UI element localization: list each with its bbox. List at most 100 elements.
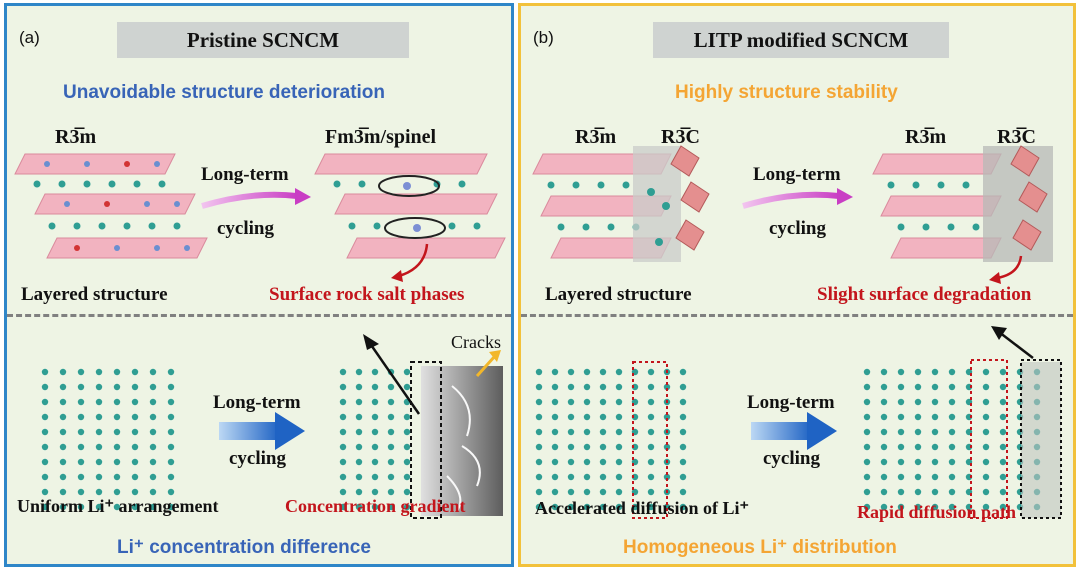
li-dot xyxy=(999,503,1007,511)
li-dot xyxy=(95,428,103,436)
li-dot xyxy=(914,368,922,376)
li-dot xyxy=(583,458,591,466)
li-dot xyxy=(615,458,623,466)
li-dot xyxy=(535,473,543,481)
li-dot xyxy=(615,443,623,451)
li-dot xyxy=(999,398,1007,406)
li-dot xyxy=(679,473,687,481)
panel-b-graphics xyxy=(532,145,1062,519)
li-dot xyxy=(948,473,956,481)
arrow-top-label-1: Long-term xyxy=(201,164,289,185)
li-dot xyxy=(355,398,363,406)
li-dot xyxy=(897,443,905,451)
li-dot xyxy=(948,413,956,421)
li-dot xyxy=(371,488,379,496)
li-dot xyxy=(95,383,103,391)
li-dot xyxy=(403,443,411,451)
li-dot xyxy=(567,503,575,511)
zoom-pointer-arrow xyxy=(367,341,421,415)
li-dot xyxy=(77,488,85,496)
li-dot xyxy=(113,503,121,511)
li-dot xyxy=(931,473,939,481)
li-dot xyxy=(880,488,888,496)
li-dot xyxy=(339,398,347,406)
li-dot xyxy=(535,398,543,406)
li-dot xyxy=(880,428,888,436)
rhombohedral-octahedra-right xyxy=(1010,145,1048,251)
li-dot xyxy=(59,443,67,451)
li-dot xyxy=(679,398,687,406)
li-dot xyxy=(113,458,121,466)
li-dot xyxy=(863,398,871,406)
li-dot xyxy=(567,443,575,451)
li-dot xyxy=(663,413,671,421)
label-accelerated-diffusion: Accelerated diffusion of Li⁺ xyxy=(535,498,749,518)
li-dot xyxy=(551,413,559,421)
li-dot xyxy=(599,443,607,451)
li-dot xyxy=(371,383,379,391)
li-dot xyxy=(339,458,347,466)
li-dot xyxy=(355,503,363,511)
li-dot xyxy=(914,413,922,421)
li-dot xyxy=(567,428,575,436)
li-dot xyxy=(880,383,888,391)
li-dot xyxy=(41,368,49,376)
li-dot xyxy=(371,503,379,511)
li-dot xyxy=(371,458,379,466)
li-dot xyxy=(113,383,121,391)
li-dot xyxy=(167,368,175,376)
li-dot xyxy=(77,458,85,466)
li-dot xyxy=(77,428,85,436)
li-dot xyxy=(897,398,905,406)
li-dot xyxy=(897,428,905,436)
li-dot xyxy=(551,458,559,466)
li-dot xyxy=(647,473,655,481)
li-dot xyxy=(914,503,922,511)
panel-b-subtitle: Highly structure stability xyxy=(675,82,898,103)
li-dot xyxy=(131,428,139,436)
li-dot xyxy=(339,503,347,511)
li-dot xyxy=(339,413,347,421)
panel-b-divider xyxy=(521,314,1073,317)
li-dot xyxy=(551,428,559,436)
li-dot xyxy=(41,473,49,481)
li-dot xyxy=(355,443,363,451)
li-dot xyxy=(880,458,888,466)
li-dot xyxy=(535,413,543,421)
layered-slabs-right xyxy=(872,153,1002,259)
li-dot xyxy=(599,503,607,511)
li-dot xyxy=(355,413,363,421)
li-dot xyxy=(403,473,411,481)
li-dot xyxy=(113,413,121,421)
layered-slabs-left xyxy=(14,153,208,259)
li-dot xyxy=(41,413,49,421)
li-dot xyxy=(535,383,543,391)
li-dot xyxy=(931,383,939,391)
zoom-pointer-arrow xyxy=(998,331,1034,359)
li-dot xyxy=(679,428,687,436)
li-dot xyxy=(339,368,347,376)
li-dot xyxy=(679,443,687,451)
li-dot xyxy=(59,413,67,421)
li-dot xyxy=(371,443,379,451)
li-dot xyxy=(914,473,922,481)
li-dot xyxy=(863,428,871,436)
label-slight-degradation: Slight surface degradation xyxy=(817,284,1032,305)
li-dot xyxy=(535,368,543,376)
li-dot xyxy=(77,473,85,481)
li-dot xyxy=(948,503,956,511)
li-dot xyxy=(59,368,67,376)
li-dot xyxy=(131,443,139,451)
li-dot xyxy=(339,488,347,496)
li-grid-accelerated xyxy=(535,368,687,511)
li-dot xyxy=(914,443,922,451)
li-dot xyxy=(663,473,671,481)
li-grid-uniform xyxy=(41,368,175,511)
li-dot xyxy=(567,368,575,376)
arrow-top-label-1: Long-term xyxy=(753,164,841,185)
li-dot xyxy=(897,488,905,496)
li-dot xyxy=(59,383,67,391)
arrow-bottom-label-1: Long-term xyxy=(747,392,835,413)
li-dot xyxy=(615,398,623,406)
li-dot xyxy=(95,488,103,496)
